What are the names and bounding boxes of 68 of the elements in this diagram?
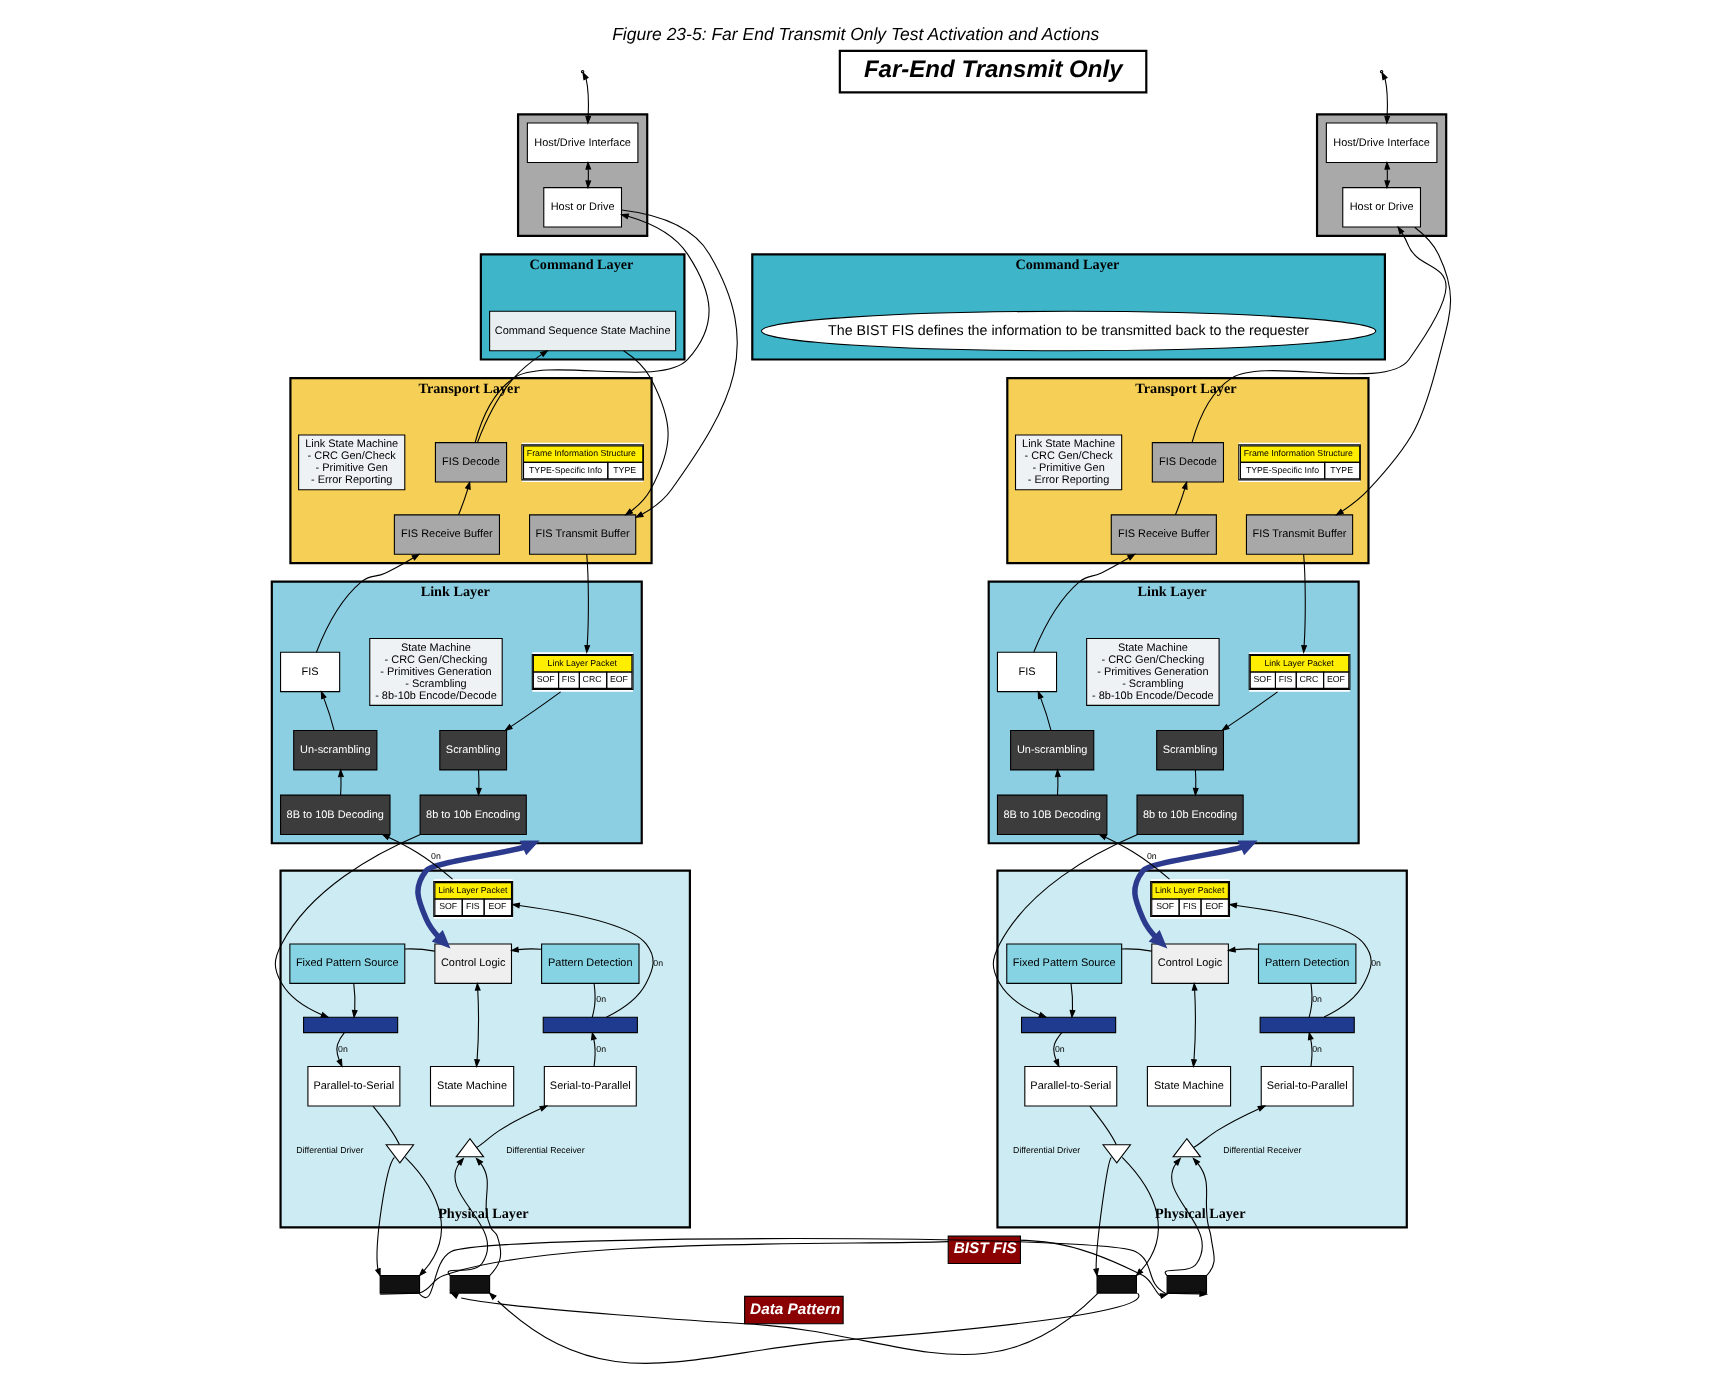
node-box bbox=[448, 1274, 490, 1293]
arrow bbox=[1225, 945, 1258, 952]
arrow bbox=[1097, 832, 1169, 879]
connector bbox=[1088, 1104, 1116, 1144]
arrow bbox=[1173, 479, 1187, 515]
arrow bbox=[1190, 224, 1446, 442]
arrow bbox=[336, 767, 344, 795]
connector bbox=[403, 947, 435, 951]
arrow bbox=[1092, 1155, 1111, 1277]
arrow bbox=[414, 839, 539, 948]
arrow bbox=[273, 833, 420, 1017]
arrow bbox=[457, 479, 470, 515]
arrow bbox=[1227, 901, 1371, 1017]
arrow bbox=[335, 1031, 344, 1067]
node-triangle bbox=[1100, 1143, 1131, 1163]
arrow bbox=[446, 1156, 488, 1276]
node-triangle bbox=[384, 1143, 414, 1163]
connector bbox=[590, 982, 595, 1017]
arrow bbox=[373, 1155, 394, 1277]
arrow bbox=[487, 1290, 1138, 1363]
arrow bbox=[475, 348, 548, 442]
arrow bbox=[1191, 1156, 1214, 1276]
arrow bbox=[1219, 690, 1278, 731]
node-box: Far-End Transmit Only bbox=[837, 48, 1147, 93]
arrow bbox=[350, 981, 357, 1018]
arrow bbox=[1334, 225, 1451, 515]
arrow bbox=[1306, 1030, 1313, 1066]
arrow bbox=[620, 208, 737, 518]
node-trapezoid bbox=[302, 1015, 398, 1033]
arrow bbox=[319, 689, 334, 730]
node-trapezoid bbox=[541, 1015, 637, 1033]
arrow bbox=[473, 980, 480, 1068]
arrow bbox=[1120, 1155, 1158, 1276]
arrow bbox=[583, 552, 590, 653]
arrow bbox=[1051, 1031, 1062, 1067]
arrow bbox=[1189, 980, 1197, 1068]
arrow bbox=[1032, 552, 1135, 652]
node-triangle bbox=[1171, 1136, 1201, 1157]
arrow bbox=[1036, 689, 1051, 730]
connector bbox=[1307, 982, 1312, 1017]
arrow bbox=[1191, 768, 1198, 796]
arrow bbox=[589, 1030, 596, 1066]
arrow bbox=[1131, 839, 1257, 948]
arrow bbox=[503, 690, 561, 731]
arrow bbox=[510, 901, 653, 1017]
arrow bbox=[473, 212, 709, 443]
node-box bbox=[378, 1274, 420, 1293]
arrow bbox=[474, 768, 481, 796]
node-box bbox=[1095, 1274, 1136, 1293]
connector bbox=[1120, 947, 1152, 951]
arrow bbox=[403, 1155, 441, 1276]
diagram-title: Figure 23-5: Far End Transmit Only Test Activation and Actions bbox=[611, 22, 1099, 43]
arrow bbox=[509, 945, 541, 952]
arrow bbox=[991, 833, 1138, 1017]
arrow bbox=[380, 832, 453, 879]
arrow bbox=[475, 1104, 548, 1148]
connector bbox=[371, 1104, 399, 1144]
node-trapezoid bbox=[1258, 1015, 1354, 1033]
arrow bbox=[622, 349, 668, 515]
arrow bbox=[474, 1156, 501, 1276]
node-trapezoid bbox=[1020, 1015, 1116, 1033]
arrow bbox=[314, 552, 420, 652]
arrow bbox=[1068, 981, 1075, 1018]
arrow bbox=[1300, 552, 1307, 653]
arrow bbox=[1192, 1104, 1266, 1148]
node-triangle bbox=[454, 1136, 484, 1157]
node-box bbox=[1165, 1274, 1207, 1293]
arrow bbox=[1053, 767, 1060, 795]
